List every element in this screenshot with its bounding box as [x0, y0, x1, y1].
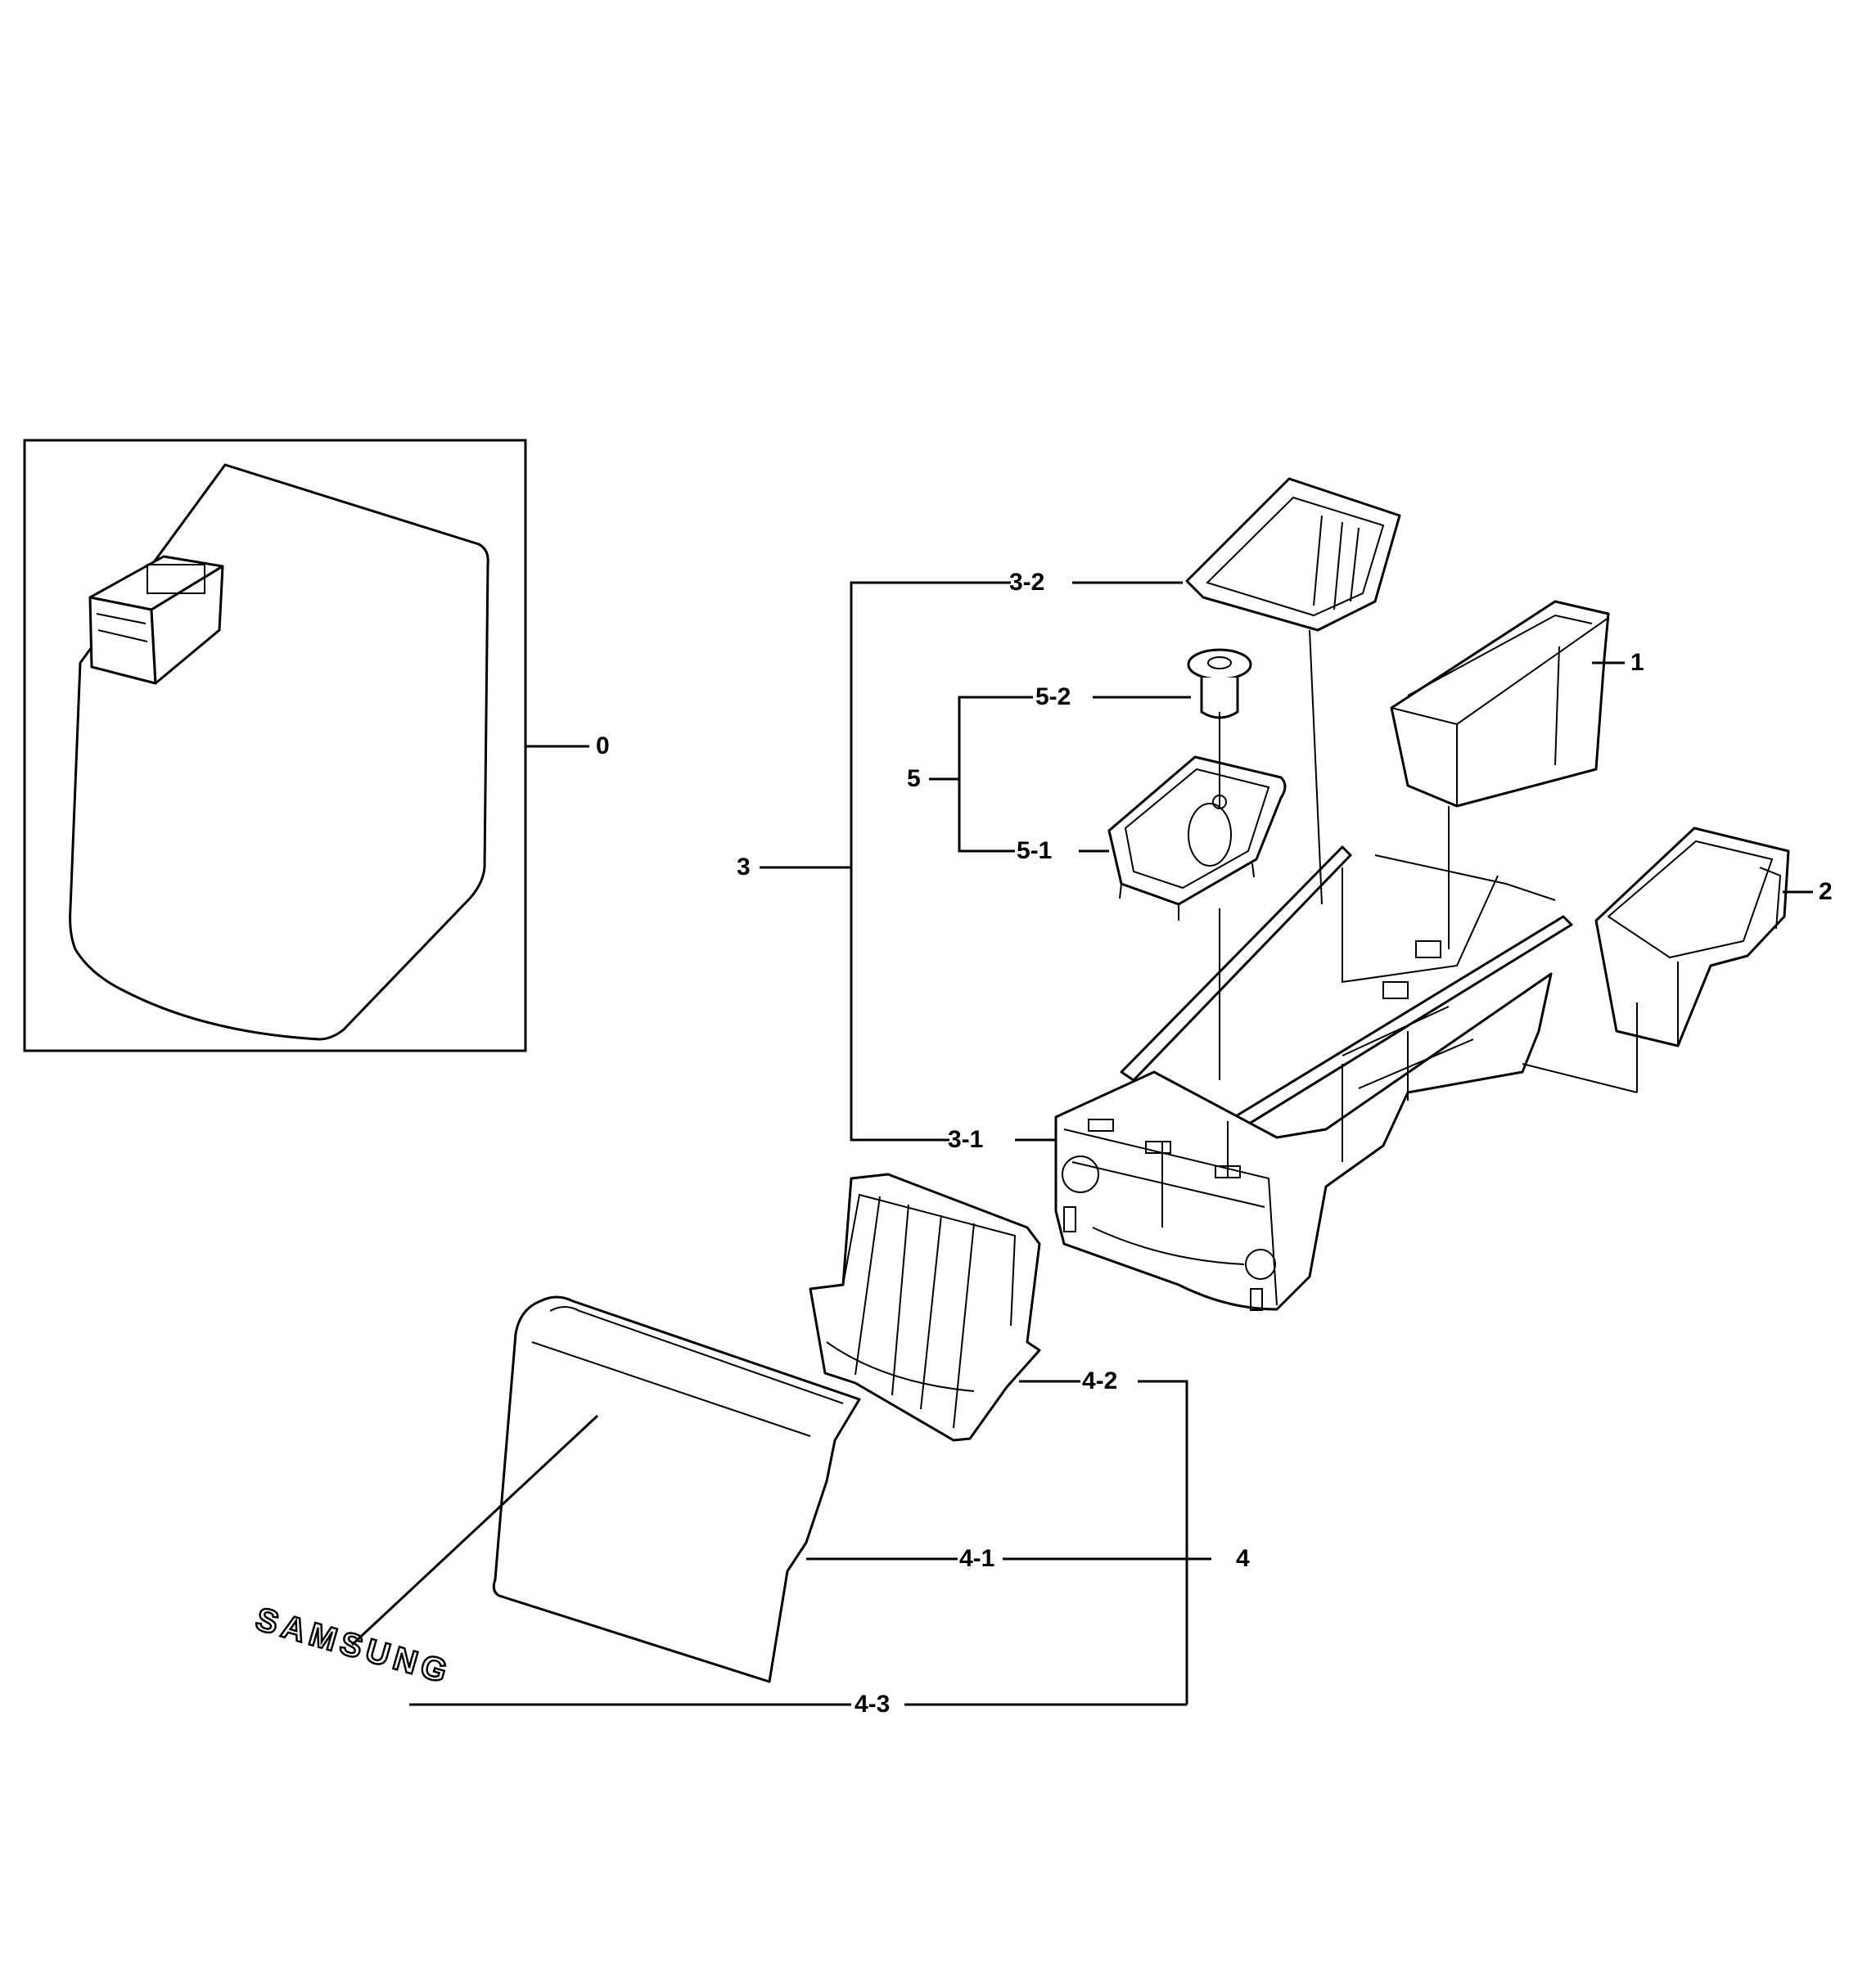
callout-4-1: 4-1 [959, 1545, 994, 1572]
part-4-2-insert [809, 1173, 1041, 1442]
callout-3: 3 [737, 854, 751, 881]
part-3-2-tray [1185, 477, 1401, 632]
callout-4-3: 4-3 [855, 1691, 890, 1718]
callout-5-2: 5-2 [1035, 683, 1071, 710]
callout-0: 0 [596, 732, 610, 759]
assembly-guide-lines [1219, 629, 1638, 1093]
part-1-box [1390, 600, 1610, 808]
callout-3-1: 3-1 [948, 1126, 983, 1153]
brand-logo: SAMSUNG [252, 1601, 456, 1691]
callout-4: 4 [1236, 1545, 1250, 1572]
callout-labels: 0 1 2 3 3-1 3-2 4 4-1 4-2 4-3 5 5-1 5-2 [596, 569, 1833, 1718]
part-4-1-front-panel [492, 1295, 861, 1683]
callout-2: 2 [1819, 878, 1833, 905]
part-3-1-housing [1054, 845, 1573, 1311]
callout-1: 1 [1630, 649, 1644, 676]
callout-5-1: 5-1 [1017, 837, 1052, 864]
callout-5: 5 [907, 765, 921, 792]
part-5-1-cup [1107, 712, 1287, 921]
callout-3-2: 3-2 [1009, 569, 1044, 596]
leader-lines [350, 581, 1813, 1706]
part-5-2-cap [1187, 648, 1252, 719]
overview-box [23, 439, 527, 1052]
part-2-box [1594, 827, 1790, 1047]
callout-4-2: 4-2 [1082, 1367, 1117, 1394]
